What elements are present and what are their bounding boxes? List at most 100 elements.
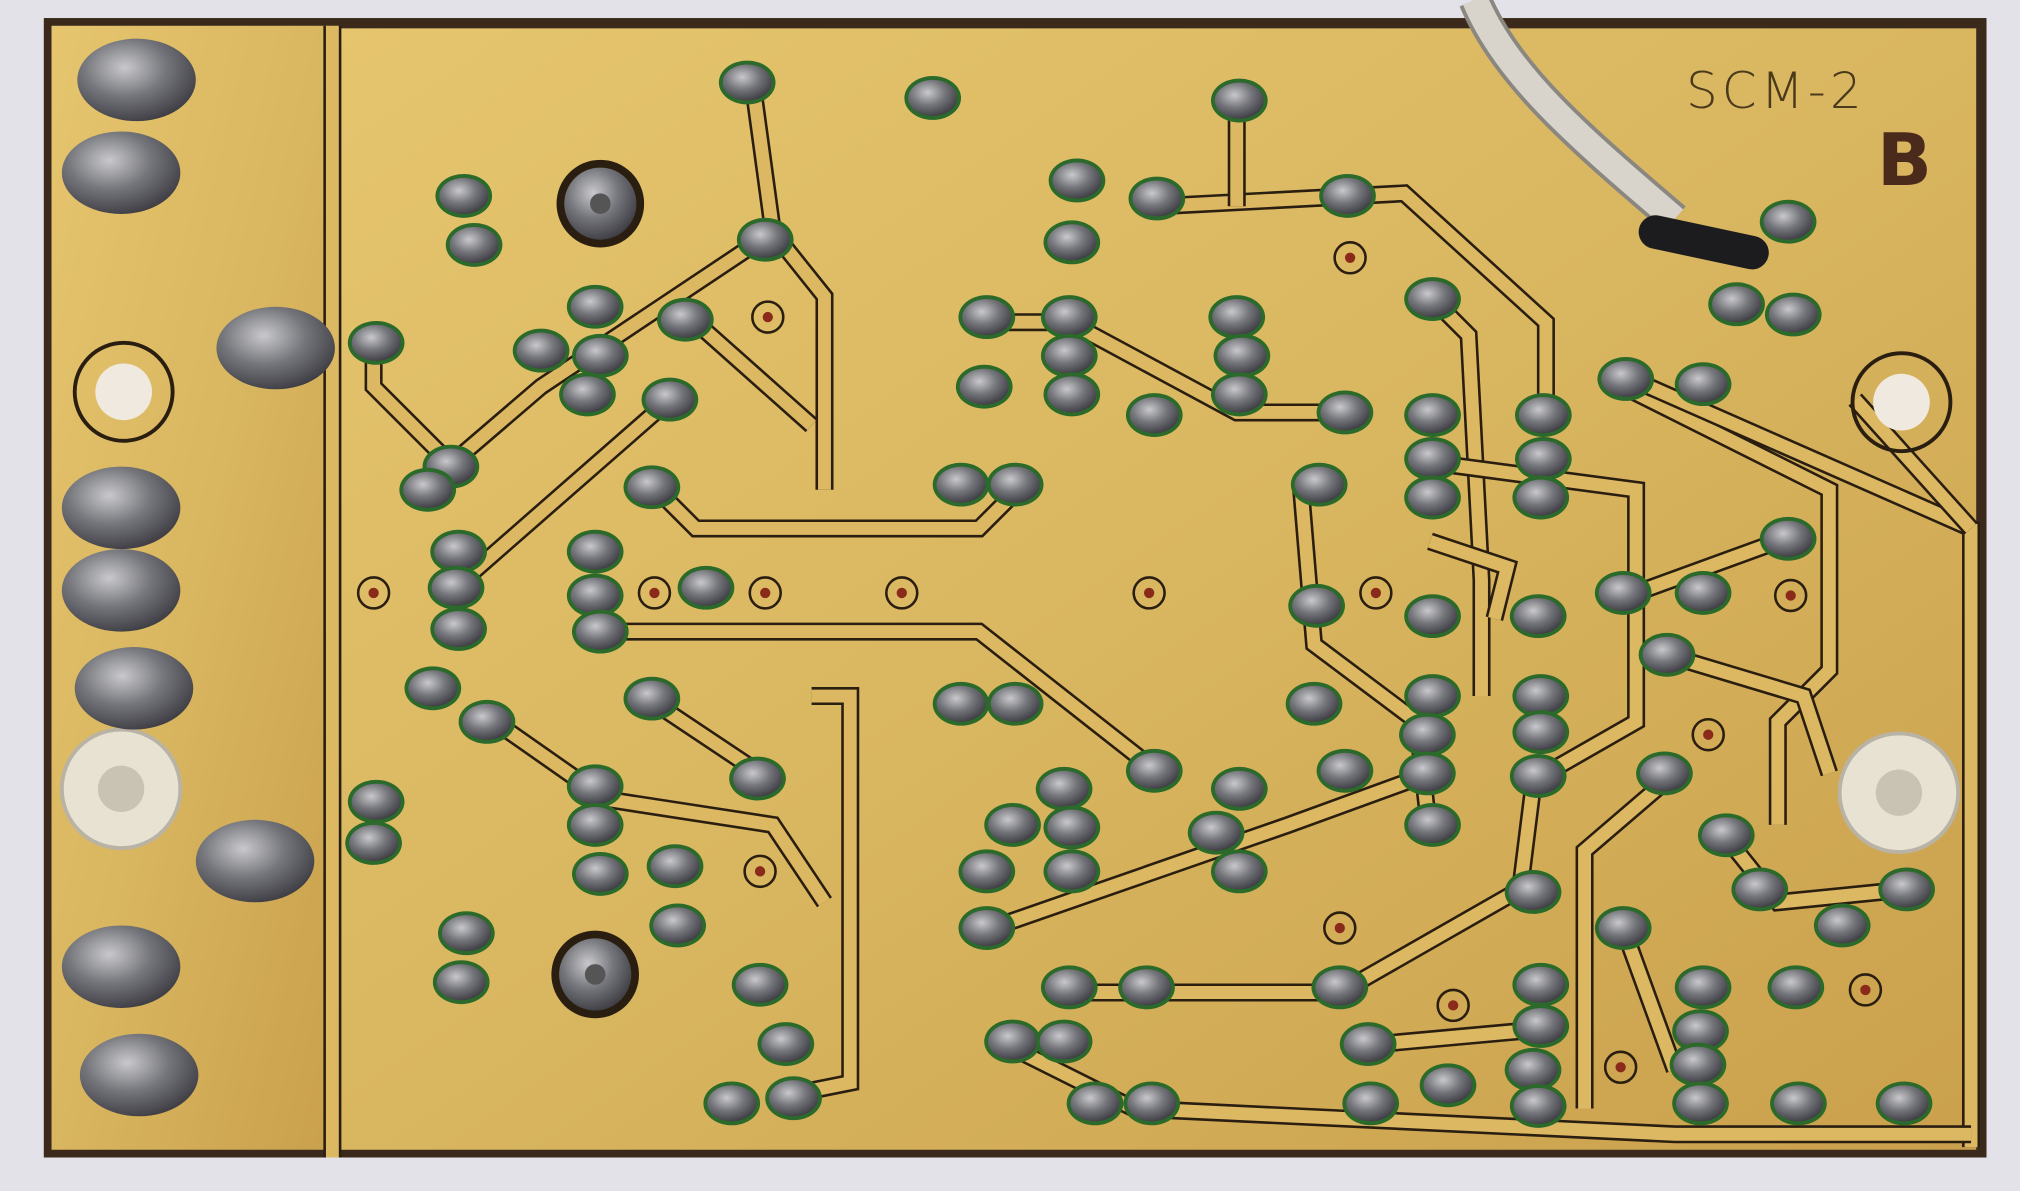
spacer-hole [97,765,145,813]
trace [991,315,1353,419]
solder-pad [988,1023,1038,1060]
solder-pad [1047,809,1097,846]
trace [1159,186,1553,413]
solder-pad [1217,337,1267,374]
solder-pad [1513,757,1563,794]
solder-pad [1044,299,1094,336]
solder-pad [570,806,620,843]
via [1615,1062,1626,1073]
solder-pad [351,783,401,820]
solder-pad [1408,397,1458,434]
solder-pad [959,368,1009,405]
cable [1459,0,1769,270]
solder-pad [1879,1085,1929,1122]
solder-pad [962,299,1012,336]
board-model-marking: SCM-2 [1686,62,1866,120]
solder-pad [936,466,986,503]
trace [1377,1024,1521,1051]
solder-pad [1408,440,1458,477]
solder-pad [733,760,782,797]
spacer-hole [1875,769,1923,816]
trace [1633,535,1781,599]
via [1143,587,1155,599]
solder-pad [431,569,481,606]
trace [1578,768,1679,1109]
solder-pad [1408,280,1458,318]
via-ring [751,300,785,334]
edge-connector-pad [77,38,196,122]
mounting-hole [1873,373,1930,431]
trace [1850,395,1976,533]
solder-pad [1127,1085,1177,1122]
solder-pad [1039,770,1089,807]
via-ring [748,576,782,610]
solder-pad [1518,397,1568,434]
solder-pad [1598,910,1648,947]
trace [989,767,1433,935]
solder-pad [936,685,986,722]
solder-pad [1508,1051,1558,1088]
via-ring [1436,988,1470,1023]
solder-pad [1402,716,1452,753]
solder-pad [1294,466,1344,503]
solder-pad [1315,969,1365,1006]
solder-pad [1070,1085,1120,1122]
solder-pad [1320,394,1370,431]
solder-pad [1676,1013,1725,1050]
solder-pad [1212,299,1262,336]
via [762,311,773,323]
via [760,587,771,599]
edge-connector-pad [61,925,181,1008]
solder-pad [1763,203,1813,240]
solder-pad [735,966,785,1003]
solder-pad [516,332,566,369]
solder-pad [1773,1085,1823,1122]
solder-pad [627,469,677,506]
solder-pad [1323,177,1373,214]
solder-pad [1508,873,1558,911]
trace [1620,380,1836,825]
solder-pad [1601,360,1651,397]
solder-pad [1712,286,1762,323]
via [1785,590,1796,601]
solder-pad [660,301,710,338]
via-ring [885,576,919,610]
solder-pad [1768,296,1818,333]
solder-pad [1513,1087,1563,1124]
solder-pad [351,324,401,361]
trace [472,703,830,906]
solder-pad [1039,1023,1089,1060]
edge-connector-pad [61,466,181,550]
solder-pad [1122,969,1172,1006]
via-ring [1848,973,1883,1007]
solder-pad [1320,752,1370,789]
solder-pad [769,1080,819,1117]
via [1448,1000,1459,1011]
mounting-hole [95,363,153,421]
solder-pad [1408,806,1458,843]
solder-pad [1423,1067,1473,1104]
solder-pad [439,177,489,214]
solder-pad [1678,969,1728,1006]
solder-pad [1701,817,1751,854]
solder-pad [1516,1007,1566,1045]
trace [652,485,1023,535]
trace [446,89,780,469]
solder-pad [1191,814,1241,851]
solder-pad [650,848,700,885]
solder-pad [653,907,703,944]
solder-pad [408,670,458,707]
via-ring [1773,578,1808,613]
solder-pad [722,64,772,101]
solder-pad [462,703,512,740]
solder-pad [1047,224,1097,261]
solder-pads [61,38,1935,1128]
solder-pad [1408,479,1458,516]
solder-pad [1292,587,1342,624]
solder-pad [1214,376,1264,413]
trace [1617,925,1681,1073]
solder-pad [1343,1026,1393,1063]
board-revision-marking: B [1877,118,1932,202]
solder-pad [1513,598,1563,635]
